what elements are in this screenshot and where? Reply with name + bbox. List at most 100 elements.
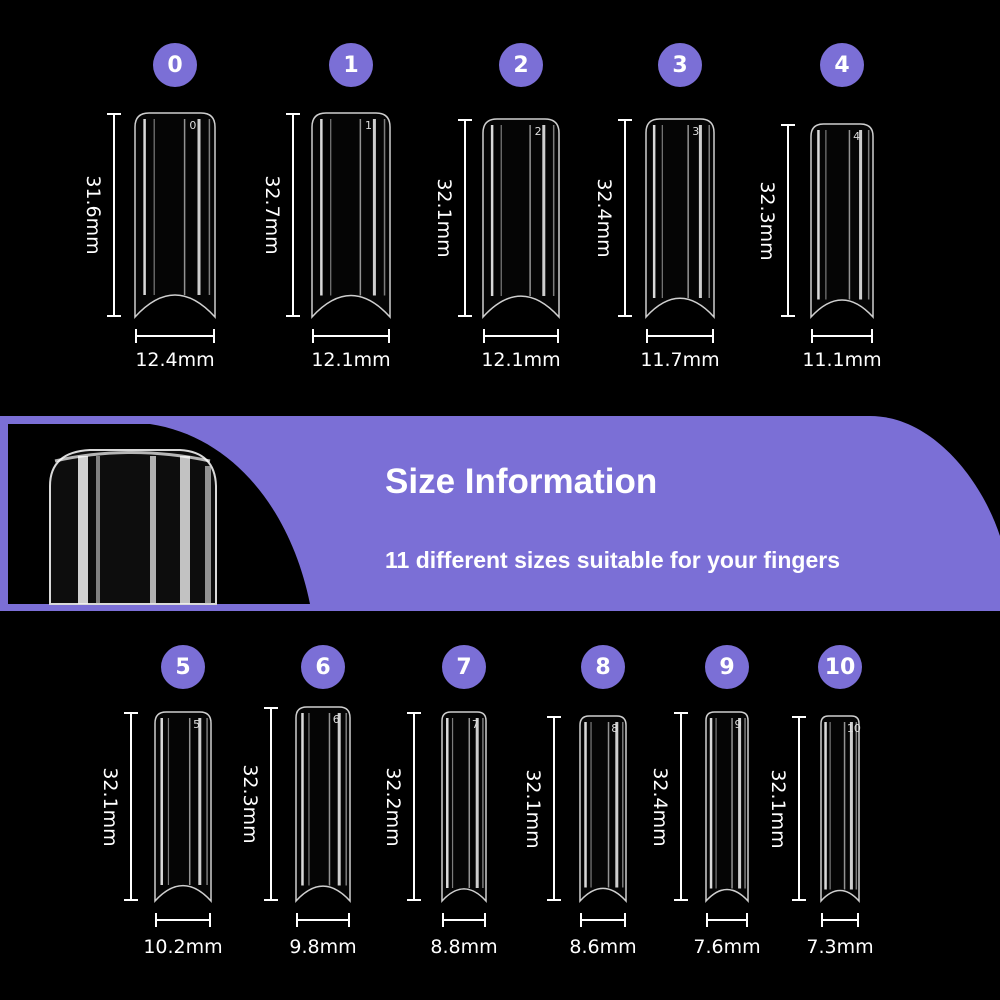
size-number-badge: 0: [153, 43, 197, 87]
tip-size-mark: 5: [193, 718, 200, 731]
height-label: 32.1mm: [767, 768, 789, 849]
width-dimension-line: [483, 335, 559, 337]
nail-tip-illustration: 4: [810, 123, 874, 319]
dimension-cap: [458, 119, 472, 121]
width-label: 11.7mm: [640, 349, 720, 371]
height-dimension-line: [624, 119, 626, 317]
width-dimension-line: [580, 919, 626, 921]
tip-size-mark: 6: [333, 713, 340, 726]
height-dimension-line: [270, 707, 272, 901]
dimension-cap: [618, 315, 632, 317]
size-number-badge: 8: [581, 645, 625, 689]
nail-tip-illustration: 10: [820, 715, 861, 903]
height-label: 32.3mm: [756, 180, 778, 261]
height-dimension-line: [464, 119, 466, 317]
dimension-cap: [674, 899, 688, 901]
dimension-cap: [706, 913, 708, 927]
width-label: 12.4mm: [135, 349, 215, 371]
size-number-badge: 3: [658, 43, 702, 87]
dimension-cap: [792, 716, 806, 718]
dimension-cap: [821, 913, 823, 927]
dimension-cap: [407, 712, 421, 714]
width-dimension-line: [135, 335, 215, 337]
size-information-banner: [0, 416, 1000, 611]
width-label: 7.3mm: [806, 936, 874, 958]
dimension-cap: [296, 913, 298, 927]
dimension-cap: [348, 913, 350, 927]
dimension-cap: [580, 913, 582, 927]
height-dimension-line: [680, 712, 682, 901]
size-number-badge: 9: [705, 645, 749, 689]
tip-size-mark: 8: [611, 722, 618, 735]
height-dimension-line: [787, 124, 789, 317]
height-dimension-line: [553, 716, 555, 901]
height-dimension-line: [292, 113, 294, 317]
width-dimension-line: [811, 335, 873, 337]
height-dimension-line: [113, 113, 115, 317]
dimension-cap: [547, 899, 561, 901]
dimension-cap: [155, 913, 157, 927]
dimension-cap: [792, 899, 806, 901]
nail-tip-illustration: 1: [311, 112, 391, 319]
dimension-cap: [407, 899, 421, 901]
dimension-cap: [124, 712, 138, 714]
height-label: 32.1mm: [433, 178, 455, 258]
banner-subtitle: 11 different sizes suitable for your fin…: [385, 547, 841, 573]
width-label: 11.1mm: [802, 349, 882, 371]
width-label: 12.1mm: [311, 349, 391, 371]
width-dimension-line: [442, 919, 486, 921]
dimension-cap: [107, 113, 121, 115]
width-label: 12.1mm: [481, 349, 561, 371]
dimension-cap: [124, 899, 138, 901]
dimension-cap: [547, 716, 561, 718]
dimension-cap: [646, 329, 648, 343]
dimension-cap: [484, 913, 486, 927]
height-label: 31.6mm: [82, 175, 104, 255]
tip-size-mark: 4: [853, 130, 860, 143]
tip-size-mark: 0: [189, 119, 196, 132]
width-dimension-line: [706, 919, 748, 921]
height-label: 32.3mm: [239, 764, 261, 844]
dimension-cap: [557, 329, 559, 343]
dimension-cap: [213, 329, 215, 343]
height-dimension-line: [798, 716, 800, 901]
width-label: 10.2mm: [143, 936, 223, 958]
dimension-cap: [781, 124, 795, 126]
size-number-badge: 1: [329, 43, 373, 87]
dimension-cap: [674, 712, 688, 714]
nail-tip-illustration: 3: [645, 118, 715, 319]
height-label: 32.1mm: [99, 766, 121, 847]
size-number-badge: 10: [818, 645, 862, 689]
height-dimension-line: [130, 712, 132, 901]
width-label: 7.6mm: [693, 936, 761, 958]
tip-size-mark: 10: [847, 722, 861, 735]
width-dimension-line: [312, 335, 390, 337]
dimension-cap: [781, 315, 795, 317]
nail-tip-illustration: 7: [441, 711, 487, 903]
closeup-nail-tip-image: [49, 449, 217, 605]
nail-tip-illustration: 2: [482, 118, 560, 319]
dimension-cap: [286, 113, 300, 115]
dimension-cap: [483, 329, 485, 343]
width-dimension-line: [155, 919, 211, 921]
tip-size-mark: 7: [472, 718, 479, 731]
width-dimension-line: [646, 335, 714, 337]
width-label: 8.8mm: [430, 936, 498, 958]
tip-size-mark: 1: [365, 119, 372, 132]
nail-tip-illustration: 5: [154, 711, 212, 903]
size-number-badge: 5: [161, 645, 205, 689]
dimension-cap: [871, 329, 873, 343]
size-number-badge: 7: [442, 645, 486, 689]
tip-size-mark: 2: [535, 125, 542, 138]
dimension-cap: [135, 329, 137, 343]
dimension-cap: [312, 329, 314, 343]
dimension-cap: [857, 913, 859, 927]
height-label: 32.2mm: [382, 766, 404, 847]
height-dimension-line: [413, 712, 415, 901]
width-dimension-line: [296, 919, 350, 921]
nail-tip-illustration: 8: [579, 715, 627, 903]
height-label: 32.4mm: [593, 178, 615, 258]
height-label: 32.1mm: [522, 768, 544, 849]
width-label: 9.8mm: [289, 936, 357, 958]
dimension-cap: [388, 329, 390, 343]
